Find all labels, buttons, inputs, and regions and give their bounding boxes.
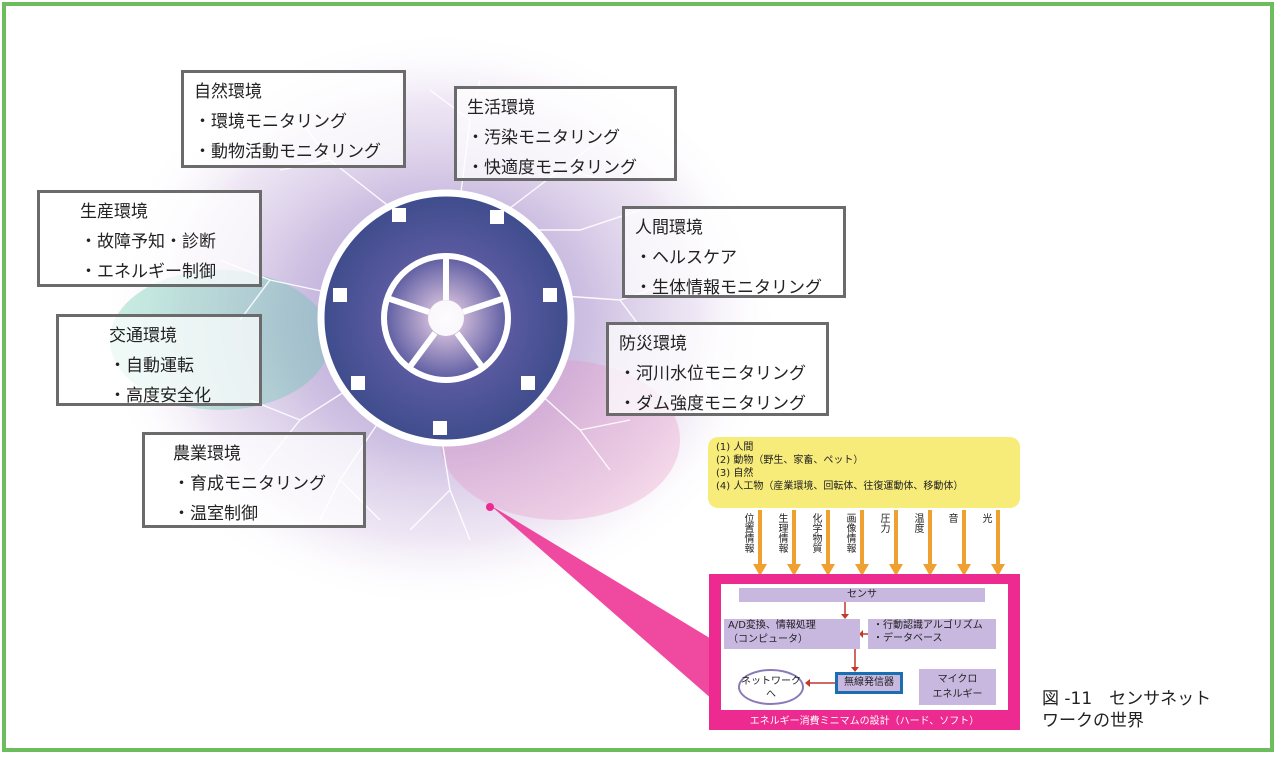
- category-human-environment: 人間環境 ・ヘルスケア ・生体情報モニタリング: [622, 206, 846, 298]
- sensor-node-inner: センサ A/D変換、情報処理 （コンピュータ） ・行動認識アルゴリズム ・データ…: [721, 584, 1008, 710]
- category-item: ・ダム強度モニタリング: [619, 394, 806, 414]
- figure-caption: 図 -11 センサネット ワークの世界: [1042, 688, 1211, 732]
- source-item: (3) 自然: [716, 468, 754, 479]
- network-node: ネットワーク へ: [738, 669, 804, 705]
- algo-line: ・行動認識アルゴリズム: [873, 620, 983, 631]
- source-item: (4) 人工物（産業環境、回転体、往復運動体、移動体）: [716, 481, 964, 492]
- category-production-environment: 生産環境 ・故障予知・診断 ・エネルギー制御: [37, 190, 262, 287]
- category-agriculture-environment: 農業環境 ・育成モニタリング ・温室制御: [142, 432, 366, 528]
- category-item: ・環境モニタリング: [194, 112, 347, 132]
- sensor-block: センサ: [739, 588, 985, 602]
- category-item: ・エネルギー制御: [80, 262, 216, 282]
- radio-transmitter-block: 無線発信器: [835, 672, 903, 694]
- category-item: ・ヘルスケア: [635, 248, 737, 268]
- category-item: ・故障予知・診断: [80, 232, 216, 252]
- source-item: (2) 動物（野生、家畜、ペット）: [716, 455, 864, 466]
- category-item: ・自動運転: [109, 356, 194, 376]
- category-item: ・河川水位モニタリング: [619, 364, 806, 384]
- info-type-label: 音: [946, 513, 957, 523]
- micro-line: マイクロ: [937, 674, 978, 685]
- category-disaster-environment: 防災環境 ・河川水位モニタリング ・ダム強度モニタリング: [606, 322, 829, 416]
- category-item: ・快適度モニタリング: [467, 158, 637, 178]
- category-title: 自然環境: [194, 82, 262, 102]
- info-type-label: 位置情報: [742, 513, 753, 553]
- category-item: ・汚染モニタリング: [467, 128, 620, 148]
- micro-energy-block: マイクロ エネルギー: [919, 669, 996, 705]
- info-type-label: 温度: [912, 513, 923, 533]
- algorithm-block: ・行動認識アルゴリズム ・データベース: [868, 619, 996, 649]
- category-item: ・温室制御: [173, 504, 258, 524]
- category-living-environment: 生活環境 ・汚染モニタリング ・快適度モニタリング: [454, 86, 677, 181]
- sensing-target-list: (1) 人間 (2) 動物（野生、家畜、ペット） (3) 自然 (4) 人工物（…: [708, 437, 1020, 508]
- info-flow-arrows: [753, 510, 1005, 576]
- info-type-label: 圧力: [878, 513, 889, 533]
- info-type-label: 生理情報: [776, 513, 787, 553]
- sensor-node-arrows: [805, 602, 868, 687]
- info-type-label: 化学物質: [810, 513, 821, 553]
- ad-conversion-block: A/D変換、情報処理 （コンピュータ）: [724, 619, 860, 649]
- category-item: ・育成モニタリング: [173, 474, 326, 494]
- caption-line: ワークの世界: [1042, 711, 1144, 731]
- category-title: 人間環境: [635, 218, 703, 238]
- category-title: 生活環境: [467, 98, 535, 118]
- network-line: へ: [766, 689, 776, 700]
- sensor-node-diagram: センサ A/D変換、情報処理 （コンピュータ） ・行動認識アルゴリズム ・データ…: [709, 574, 1020, 730]
- category-title: 生産環境: [80, 202, 148, 222]
- ad-line: A/D変換、情報処理: [728, 620, 816, 631]
- category-title: 防災環境: [619, 334, 687, 354]
- info-type-label: 光: [980, 513, 991, 523]
- caption-line: 図 -11 センサネット: [1042, 689, 1212, 709]
- design-label: エネルギー消費ミニマムの設計（ハード、ソフト）: [749, 716, 980, 727]
- network-line: ネットワーク: [741, 676, 801, 687]
- algo-line: ・データベース: [873, 633, 943, 644]
- category-traffic-environment: 交通環境 ・自動運転 ・高度安全化: [56, 314, 262, 406]
- category-item: ・動物活動モニタリング: [194, 142, 381, 162]
- category-item: ・生体情報モニタリング: [635, 278, 822, 298]
- category-title: 交通環境: [109, 326, 177, 346]
- category-item: ・高度安全化: [109, 386, 211, 406]
- source-item: (1) 人間: [716, 442, 754, 453]
- info-type-label: 画像情報: [844, 513, 855, 553]
- category-title: 農業環境: [173, 444, 241, 464]
- ad-line: （コンピュータ）: [728, 634, 808, 645]
- micro-line: エネルギー: [932, 689, 983, 700]
- category-natural-environment: 自然環境 ・環境モニタリング ・動物活動モニタリング: [181, 70, 406, 168]
